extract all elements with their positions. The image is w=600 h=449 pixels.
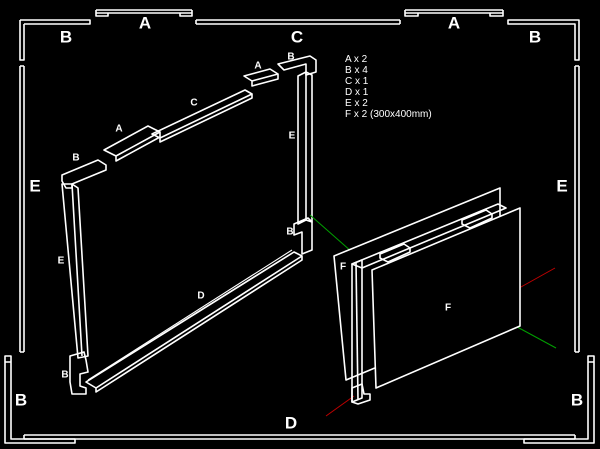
frame-label-b-right: B — [287, 52, 294, 63]
assembled-top-rail — [351, 203, 507, 269]
border-label-b-bottom-left: B — [15, 390, 27, 409]
parts-legend: A x 2 B x 4 C x 1 D x 1 E x 2 F x 2 (300… — [345, 54, 432, 120]
frame-label-b-lower-left: B — [61, 370, 68, 381]
frame-label-b-left: B — [72, 153, 79, 164]
border-labels: A C A B B E E B B D — [15, 13, 583, 432]
bottom-d-part — [23, 434, 576, 440]
top-c-part — [195, 19, 401, 25]
border-label-b-top-right: B — [529, 27, 541, 46]
legend-line: D x 1 — [345, 87, 369, 98]
frame-label-d: D — [197, 291, 204, 302]
front-panel — [371, 207, 521, 389]
frame-label-e-left: E — [58, 256, 65, 267]
border-label-e-right: E — [556, 176, 567, 195]
border-label-c: C — [291, 27, 303, 46]
border-label-d: D — [285, 413, 297, 432]
assembled-view: F F — [309, 187, 557, 417]
border-label-a-right: A — [448, 13, 460, 32]
top-right-a-part — [404, 9, 504, 17]
frame-label-e-right: E — [289, 131, 296, 142]
right-e-part — [574, 65, 580, 353]
legend-line: C x 1 — [345, 76, 369, 87]
legend-line: A x 2 — [345, 54, 368, 65]
legend-line: B x 4 — [345, 65, 368, 76]
frame-label-a-right: A — [254, 61, 261, 72]
frame-label-a-left: A — [115, 124, 122, 135]
frame-label-b-lower-right: B — [286, 227, 293, 238]
exploded-frame — [61, 55, 317, 395]
axis-red-line — [325, 395, 355, 417]
top-right-b-part — [507, 19, 580, 61]
border-label-b-top-left: B — [60, 27, 72, 46]
top-left-b-part — [19, 19, 91, 61]
border-label-a-left: A — [139, 13, 151, 32]
frame-label-c: C — [190, 98, 197, 109]
left-e-part — [19, 65, 25, 353]
border-label-b-bottom-right: B — [571, 390, 583, 409]
legend-line: E x 2 — [345, 98, 368, 109]
border-parts — [4, 9, 595, 444]
frame-labels: A B C A B E B E D B — [58, 52, 296, 381]
top-left-a-part — [95, 9, 193, 17]
border-label-e-left: E — [29, 176, 40, 195]
panel-label-f-back: F — [340, 262, 346, 273]
panel-label-f-front: F — [445, 303, 451, 314]
axis-green-line — [309, 214, 353, 253]
bottom-right-b-part — [523, 355, 595, 444]
legend-line: F x 2 (300x400mm) — [345, 109, 432, 120]
